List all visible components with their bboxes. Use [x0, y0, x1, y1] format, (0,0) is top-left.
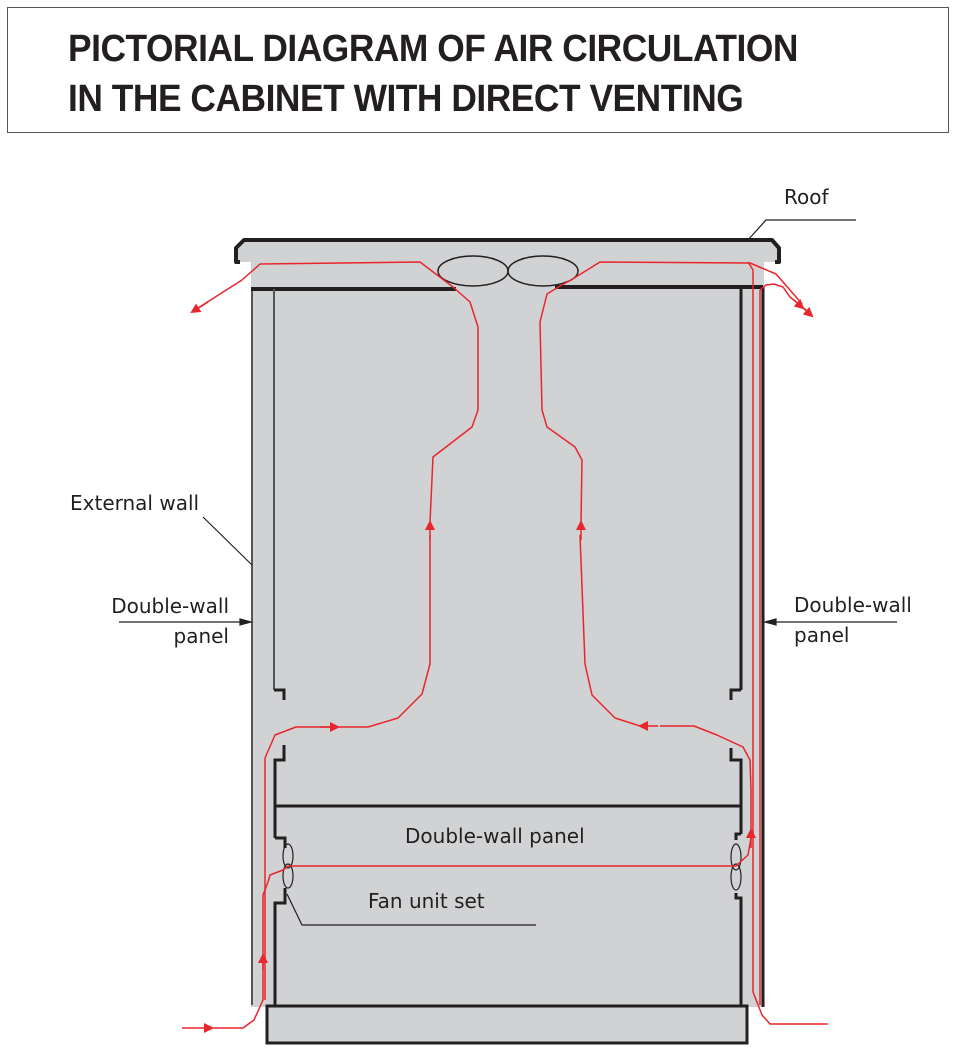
fan-unit-right-top-icon — [730, 843, 742, 871]
external-wall-leader-line — [202, 516, 253, 566]
roof-fan-right-icon — [507, 255, 579, 287]
double-wall-left-label-line-1: Double-wall — [111, 594, 229, 618]
fan-unit-right-bottom-icon — [730, 863, 742, 891]
airflow-left-riser-lower — [212, 960, 264, 1029]
airflow-right-exhaust-arrow-1 — [802, 306, 814, 318]
airflow-right-inner-exhaust — [759, 283, 813, 316]
double-wall-left-arrow-icon — [239, 618, 254, 626]
roof-leader-line — [747, 219, 856, 241]
double-wall-left-label-line-2: panel — [174, 624, 230, 648]
airflow-fan-crossflow — [288, 837, 752, 867]
airflow-left-interior-up — [338, 535, 431, 728]
airflow-left-riser-upper — [264, 726, 330, 1000]
double-wall-right-label-line-2: panel — [794, 623, 850, 647]
roof-outline — [234, 238, 781, 264]
fan-unit-leader-line — [286, 893, 536, 926]
fan-unit-left-bottom-icon — [282, 863, 294, 889]
fan-unit-set-label: Fan unit set — [368, 889, 485, 913]
leader-lines — [119, 219, 897, 926]
double-wall-right-arrow-icon — [762, 618, 777, 626]
title-box: PICTORIAL DIAGRAM OF AIR CIRCULATION IN … — [7, 7, 949, 133]
airflow-right-interior-up — [579, 534, 641, 727]
cabinet-fill — [251, 262, 764, 1007]
airflow-right-inner-descent — [660, 725, 752, 840]
right-double-wall-panel — [729, 287, 743, 1005]
cabinet-body — [234, 238, 781, 1007]
diagram-title-line-2: IN THE CABINET WITH DIRECT VENTING — [68, 78, 744, 120]
fan-unit-left-top-icon — [282, 843, 294, 869]
airflow-left-exhaust-arrow — [190, 301, 209, 314]
diagram-title-line-1: PICTORIAL DIAGRAM OF AIR CIRCULATION — [68, 28, 798, 70]
roof-fill — [238, 240, 777, 264]
left-double-wall-panel — [273, 289, 287, 1005]
airflow-paths — [182, 261, 828, 1033]
airflow-left-to-fan — [262, 865, 289, 955]
base-plinth — [265, 1004, 749, 1045]
external-wall-label: External wall — [70, 491, 199, 515]
airflow-right-exhaust — [539, 261, 803, 523]
double-wall-panel-label: Double-wall panel — [405, 824, 585, 848]
airflow-right-exhaust-arrow-2 — [793, 298, 805, 310]
double-wall-right-label-line-1: Double-wall — [794, 593, 912, 617]
airflow-left-exhaust — [197, 261, 479, 523]
airflow-right-riser — [747, 261, 828, 1025]
roof-label: Roof — [784, 185, 829, 209]
